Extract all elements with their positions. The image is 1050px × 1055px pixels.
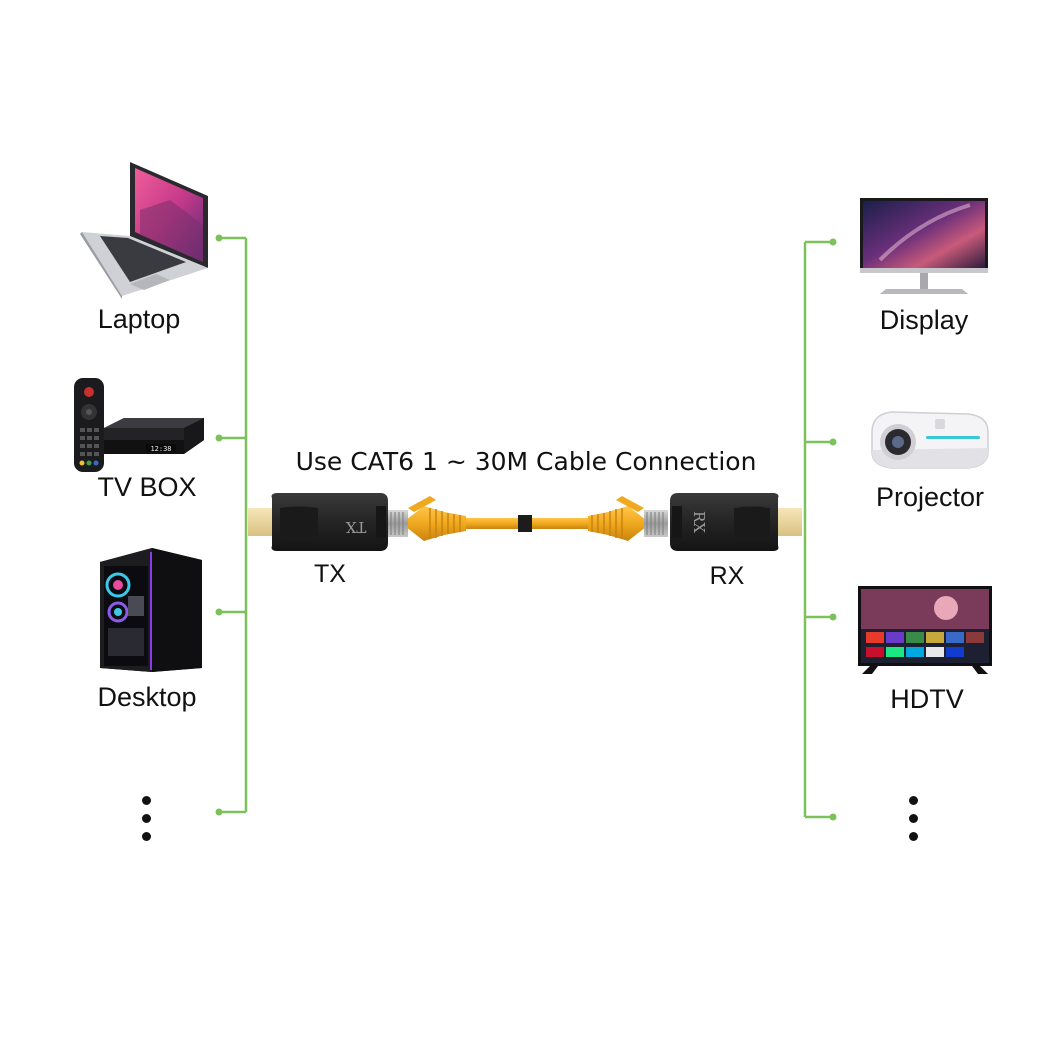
tx-adapter-housing-text: TX — [345, 518, 366, 536]
source-label-desktop: Desktop — [97, 682, 197, 712]
right-connector-bracket — [803, 240, 832, 819]
tx-hdmi-plug — [248, 508, 276, 536]
right-cable-boot — [588, 496, 646, 541]
source-label-laptop: Laptop — [97, 304, 181, 334]
tv-box-screen-text: 12:38 — [150, 445, 171, 453]
display-label-projector: Projector — [875, 482, 985, 512]
rx-label: RX — [709, 562, 745, 590]
right-bracket-dots — [829, 238, 837, 821]
rx-adapter — [670, 493, 779, 551]
laptop-icon — [80, 162, 208, 299]
left-cable-boot — [406, 496, 466, 541]
ethernet-cable — [462, 515, 592, 532]
cable-connection-text: Use CAT6 1 ~ 30M Cable Connection — [295, 447, 757, 476]
projector-icon — [871, 411, 989, 469]
more-displays-ellipsis — [908, 796, 918, 850]
rx-adapter-housing-text: RX — [690, 511, 708, 533]
display-label-hdtv: HDTV — [890, 684, 964, 714]
hdtv-icon — [858, 586, 992, 674]
left-connector-bracket — [220, 236, 248, 814]
tv-box-icon — [74, 378, 204, 472]
right-rj45-plug — [644, 510, 668, 537]
monitor-icon — [860, 198, 988, 294]
tx-adapter — [271, 493, 388, 551]
left-bracket-dots — [215, 234, 223, 816]
display-label-display: Display — [879, 305, 969, 335]
tx-label: TX — [314, 560, 346, 588]
more-sources-ellipsis — [141, 796, 151, 850]
rx-hdmi-plug — [774, 508, 802, 536]
desktop-pc-icon — [100, 548, 202, 672]
source-label-tv-box: TV BOX — [97, 472, 197, 502]
